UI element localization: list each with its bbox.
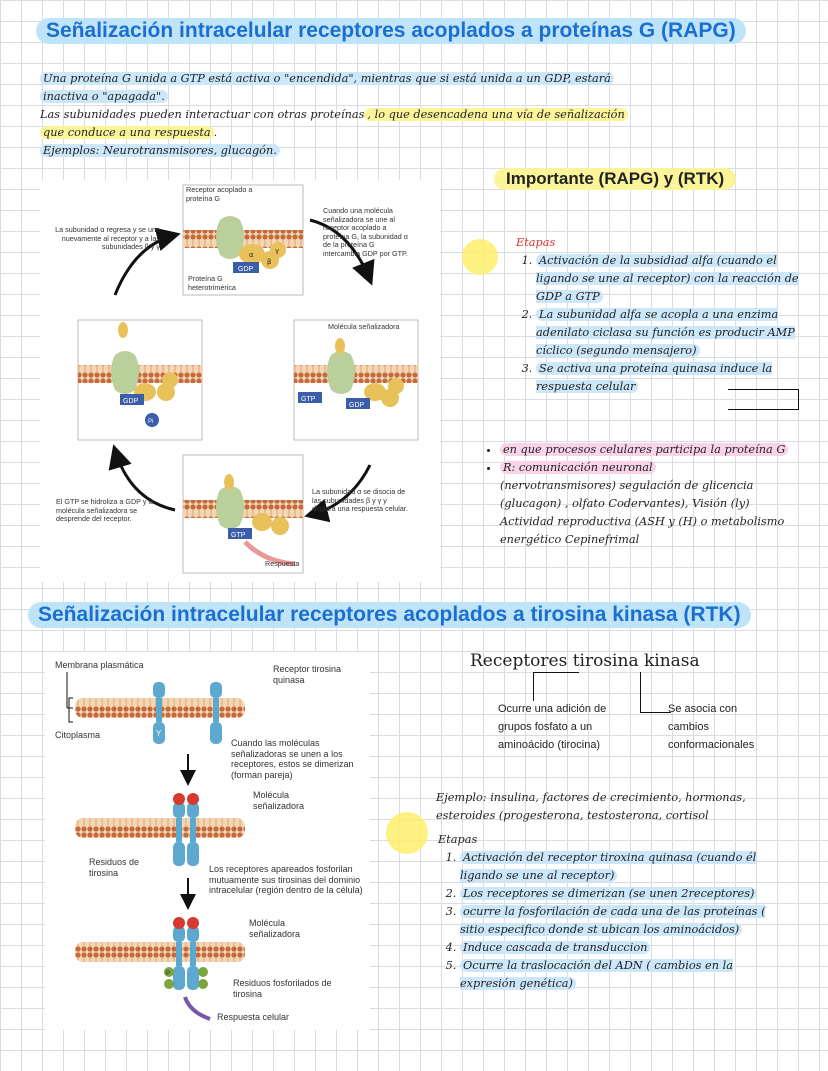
section1-title: Señalización intracelular receptores aco…	[36, 18, 746, 44]
label-cytoplasm: Citoplasma	[55, 730, 101, 740]
intro-line-4: que conduce a una respuesta	[40, 126, 214, 139]
rtk-step-2: Los receptores se dimerizan (se unen 2re…	[460, 887, 758, 900]
section1-intro: Una proteína G unida a GTP está activa o…	[40, 70, 720, 160]
gtp-mark-right: GTP	[301, 396, 316, 403]
intro-line-3a: Las subunidades pueden interactuar con o…	[40, 108, 365, 121]
gprotein-cycle-figure: GDP GTP GDP GTP GDP Pi α β γ Receptor ac…	[40, 180, 440, 582]
rtk-step-4: Induce cascada de transduccion	[460, 941, 651, 954]
gdp-mark-right: GDP	[349, 402, 365, 409]
intro-line-2: inactiva o "apagada".	[40, 90, 168, 103]
intro-line-4-end: .	[213, 126, 218, 139]
rtk-figure: P Y Membrana plasmática Receptor tirosin…	[45, 652, 370, 1030]
label-step-bottom-right: La subunidad α se disocia de las subunid…	[312, 487, 408, 513]
gamma-mark: γ	[275, 247, 279, 255]
label-step1: Cuando las moléculas señalizadoras se un…	[231, 738, 354, 780]
p-mark: P	[166, 971, 170, 977]
alpha-mark: α	[249, 251, 254, 259]
label-receptor-tk: Receptor tirosina quinasa	[273, 664, 342, 685]
intro-examples: Ejemplos: Neurotransmisores, glucagón.	[40, 144, 280, 157]
bullet-answer: R: comunicación neuronal	[500, 461, 656, 474]
rtk-svg: P Y	[66, 672, 245, 1021]
branch-left-line	[533, 672, 579, 701]
label-step-right: Cuando una molécula señalizadora se une …	[323, 206, 408, 258]
rtk-step-1: Activación del receptor tiroxina quinasa…	[460, 851, 757, 882]
label-cell-response: Respuesta celular	[217, 1012, 290, 1022]
label-receptor: Receptor acoplado a proteína G	[186, 185, 253, 203]
intro-line-3b: , lo que desencadena una vía de señaliza…	[364, 108, 628, 121]
rtk-example: Ejemplo: insulina, factores de crecimien…	[436, 791, 746, 822]
yellow-dot-1	[462, 239, 498, 275]
label-step-bottom-left: El GTP se hidroliza a GDP y la molécula …	[56, 497, 155, 523]
bracket-line	[728, 389, 799, 410]
y-mark: Y	[156, 729, 162, 738]
rapg-step-2: La subunidad alfa se acopla a una enzima…	[536, 308, 795, 357]
label-step-left: La subunidad α regresa y se une nuevamen…	[55, 225, 160, 251]
gdp-mark-top: GDP	[238, 266, 254, 273]
rtk-heading: Receptores tirosina kinasa	[470, 651, 700, 671]
label-response: Respuesta	[265, 559, 300, 568]
section2-title: Señalización intracelular receptores aco…	[28, 602, 751, 628]
bullet-answer-detail: (nervotransmisores) segulación de glicen…	[500, 479, 785, 546]
yellow-dot-2	[386, 812, 428, 854]
beta-mark: β	[267, 258, 271, 266]
bullet-question: en que procesos celulares participa la p…	[500, 443, 789, 456]
rapg-bullets: en que procesos celulares participa la p…	[474, 441, 794, 549]
intro-line-1: Una proteína G unida a GTP está activa o…	[40, 72, 614, 85]
rtk-step-5: Ocurre la traslocación del ADN ( cambios…	[460, 959, 733, 990]
branch-right-text: Se asocia con cambios conformacionales	[668, 703, 755, 751]
gprotein-cycle-svg: GDP GTP GDP GTP GDP Pi α β γ	[77, 184, 419, 574]
label-residues: Residuos de tirosina	[89, 857, 140, 878]
branch-left-text: Ocurre una adición de grupos fosfato a u…	[498, 703, 607, 751]
pi-mark: Pi	[148, 419, 153, 425]
rapg-step-1: Activación de la subsidiad alfa (cuando …	[536, 254, 799, 303]
rtk-steps: Activación del receptor tiroxina quinasa…	[436, 849, 766, 993]
branch-right-line	[640, 672, 671, 713]
label-protein-g: Proteína G heterotrimérica	[188, 274, 236, 292]
stages-label-1: Etapas	[516, 236, 556, 249]
label-signal-1: Molécula señalizadora	[253, 790, 305, 811]
important-title: Importante (RAPG) y (RTK)	[494, 168, 737, 190]
label-step2: Los receptores apareados fosforilan mutu…	[209, 864, 363, 895]
label-membrane: Membrana plasmática	[55, 660, 144, 670]
label-signal-molecule: Molécula señalizadora	[328, 322, 400, 331]
stages-label-2: Etapas	[438, 833, 478, 846]
rapg-steps: Activación de la subsidiad alfa (cuando …	[512, 252, 812, 396]
gtp-mark-bottom: GTP	[231, 532, 246, 539]
label-signal-2: Molécula señalizadora	[249, 918, 301, 939]
rtk-step-3: ocurre la fosforilación de cada una de l…	[460, 905, 766, 936]
label-phospho-residues: Residuos fosforilados de tirosina	[233, 978, 332, 999]
gdp-mark-left: GDP	[123, 398, 139, 405]
